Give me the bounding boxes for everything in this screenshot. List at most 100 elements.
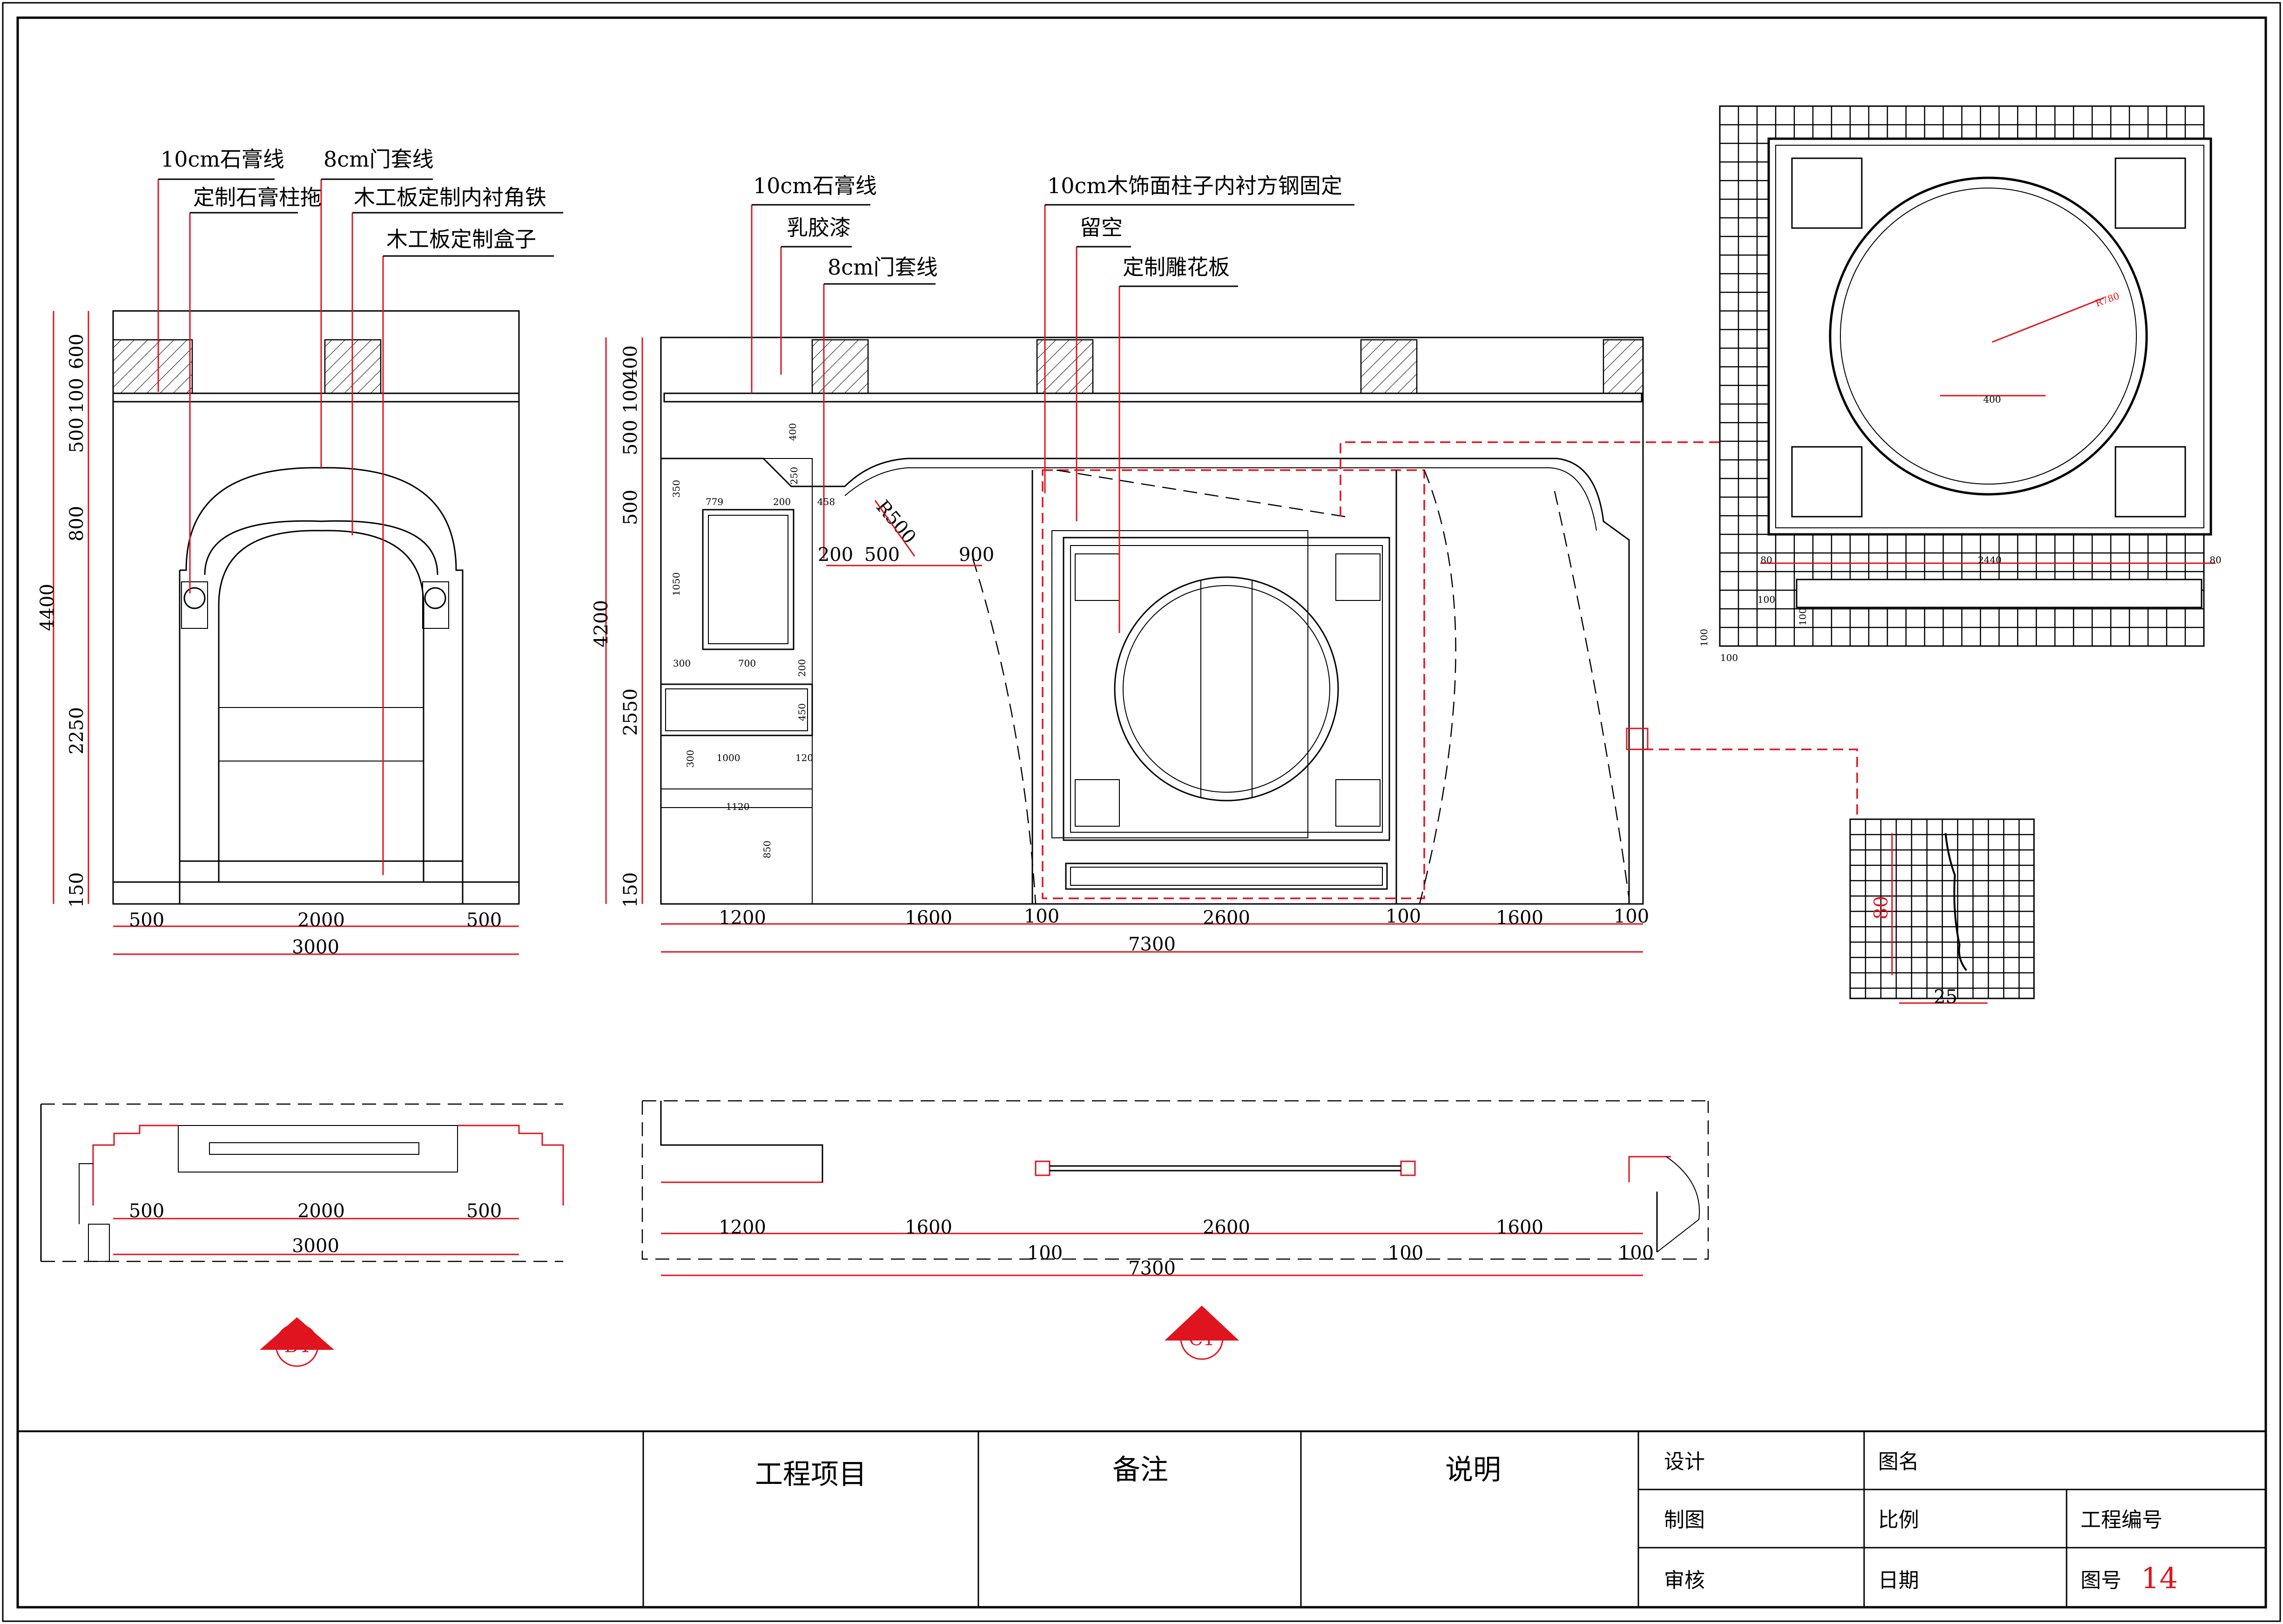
c1-label-3: 8cm门套线 [828, 255, 938, 280]
c1-label-6: 定制雕花板 [1123, 255, 1230, 280]
svg-text:500: 500 [129, 1200, 164, 1222]
svg-text:850: 850 [761, 841, 773, 858]
svg-text:25: 25 [1934, 986, 1958, 1008]
svg-text:100: 100 [1618, 1242, 1654, 1264]
svg-text:500: 500 [620, 420, 641, 455]
svg-text:7300: 7300 [1128, 934, 1176, 955]
c1-label-4: 10cm木饰面柱子内衬方钢固定 [1047, 173, 1342, 198]
c1-label-5: 留空 [1080, 215, 1123, 240]
svg-text:1600: 1600 [905, 907, 952, 929]
plan-b4: 500 2000 500 3000 [40, 1103, 564, 1262]
svg-text:B4: B4 [284, 1335, 310, 1357]
b4-label-1: 10cm石膏线 [161, 147, 284, 172]
detail-carved-panel: R780 400 80 2440 80 100 100 100 100 [1698, 105, 2222, 663]
b4-height-total: 4400 [37, 584, 58, 631]
svg-text:2440: 2440 [1978, 554, 2002, 566]
section-marker-b4: B4 [260, 1317, 334, 1367]
svg-text:3000: 3000 [292, 937, 339, 958]
svg-text:500: 500 [466, 1200, 502, 1222]
svg-text:900: 900 [959, 544, 994, 566]
svg-text:800: 800 [66, 506, 88, 541]
date-label: 日期 [1878, 1569, 1919, 1592]
elevation-b4: 10cm石膏线 8cm门套线 定制石膏柱拖 木工板定制内衬角铁 木工板定制盒子 … [37, 147, 563, 958]
svg-text:100: 100 [1027, 1242, 1063, 1264]
svg-text:600: 600 [66, 334, 88, 369]
svg-text:1600: 1600 [905, 1217, 952, 1238]
svg-text:7300: 7300 [1128, 1258, 1176, 1279]
project-heading: 工程项目 [755, 1458, 867, 1491]
svg-text:400: 400 [787, 423, 798, 441]
svg-text:1050: 1050 [671, 573, 682, 596]
svg-text:100: 100 [1386, 906, 1421, 927]
svg-text:150: 150 [66, 872, 88, 908]
svg-text:100: 100 [1758, 594, 1775, 605]
svg-text:450: 450 [796, 703, 808, 721]
plan-c1: 1200 1600 2600 1600 100 100 100 7300 [641, 1100, 1709, 1279]
svg-text:100: 100 [1720, 652, 1738, 663]
b4-label-3: 定制石膏柱拖 [193, 185, 322, 210]
svg-text:150: 150 [620, 872, 641, 908]
svg-text:500: 500 [864, 544, 900, 566]
review-label: 审核 [1664, 1569, 1705, 1592]
svg-text:2000: 2000 [297, 910, 345, 931]
svg-text:4200: 4200 [591, 600, 612, 647]
svg-text:458: 458 [817, 496, 835, 507]
scale-label: 比例 [1878, 1508, 1919, 1532]
svg-text:779: 779 [706, 496, 723, 507]
svg-text:500: 500 [466, 910, 502, 931]
project-no-label: 工程编号 [2081, 1508, 2162, 1532]
svg-text:80: 80 [1760, 554, 1772, 566]
svg-text:1120: 1120 [726, 801, 750, 812]
svg-text:1600: 1600 [1496, 907, 1543, 929]
svg-text:1600: 1600 [1496, 1217, 1543, 1238]
svg-text:400: 400 [620, 345, 641, 381]
svg-text:300: 300 [673, 658, 691, 669]
svg-text:200: 200 [818, 544, 853, 566]
svg-text:500: 500 [129, 910, 164, 931]
svg-text:200: 200 [773, 496, 791, 507]
svg-text:500: 500 [66, 418, 88, 453]
svg-text:100: 100 [66, 378, 88, 413]
svg-text:200: 200 [796, 659, 808, 677]
svg-text:2250: 2250 [66, 707, 88, 755]
c1-label-1: 10cm石膏线 [753, 173, 877, 198]
svg-text:500: 500 [620, 490, 641, 525]
svg-text:100: 100 [1388, 1242, 1423, 1264]
svg-text:250: 250 [788, 467, 800, 485]
svg-text:R500: R500 [872, 496, 920, 548]
detail-profile: 80 25 [1849, 818, 2035, 1008]
elevation-c1: 10cm石膏线 乳胶漆 8cm门套线 10cm木饰面柱子内衬方钢固定 留空 定制… [591, 173, 1858, 955]
svg-text:3000: 3000 [292, 1235, 339, 1257]
b4-label-2: 8cm门套线 [323, 147, 434, 172]
svg-text:100: 100 [620, 378, 641, 413]
inner-border [16, 16, 2267, 1609]
section-marker-c1: C1 [1165, 1306, 1239, 1360]
svg-text:400: 400 [1983, 394, 2001, 405]
svg-text:1200: 1200 [719, 1217, 766, 1238]
drawing-name-label: 图名 [1878, 1450, 1919, 1474]
svg-text:80: 80 [1871, 896, 1892, 920]
svg-text:C1: C1 [1189, 1328, 1215, 1350]
svg-text:100: 100 [1024, 906, 1059, 927]
svg-text:80: 80 [2209, 554, 2221, 566]
svg-text:350: 350 [671, 480, 682, 498]
svg-text:100: 100 [1614, 906, 1649, 927]
svg-text:300: 300 [685, 750, 696, 768]
b4-label-5: 木工板定制盒子 [386, 227, 536, 252]
svg-text:120: 120 [795, 752, 813, 763]
svg-text:2000: 2000 [297, 1200, 345, 1222]
drawing-no-label: 图号 [2081, 1569, 2121, 1592]
c1-label-2: 乳胶漆 [787, 215, 851, 240]
svg-text:700: 700 [738, 658, 756, 669]
svg-text:2600: 2600 [1203, 1217, 1250, 1238]
design-label: 设计 [1664, 1450, 1705, 1474]
notes-heading: 说明 [1445, 1454, 1501, 1486]
svg-text:2550: 2550 [620, 688, 641, 736]
svg-text:1000: 1000 [717, 752, 741, 763]
drafting-label: 制图 [1664, 1508, 1705, 1532]
drawing-no-value: 14 [2141, 1561, 2178, 1595]
b4-label-4: 木工板定制内衬角铁 [354, 185, 546, 210]
svg-text:2600: 2600 [1203, 907, 1250, 929]
